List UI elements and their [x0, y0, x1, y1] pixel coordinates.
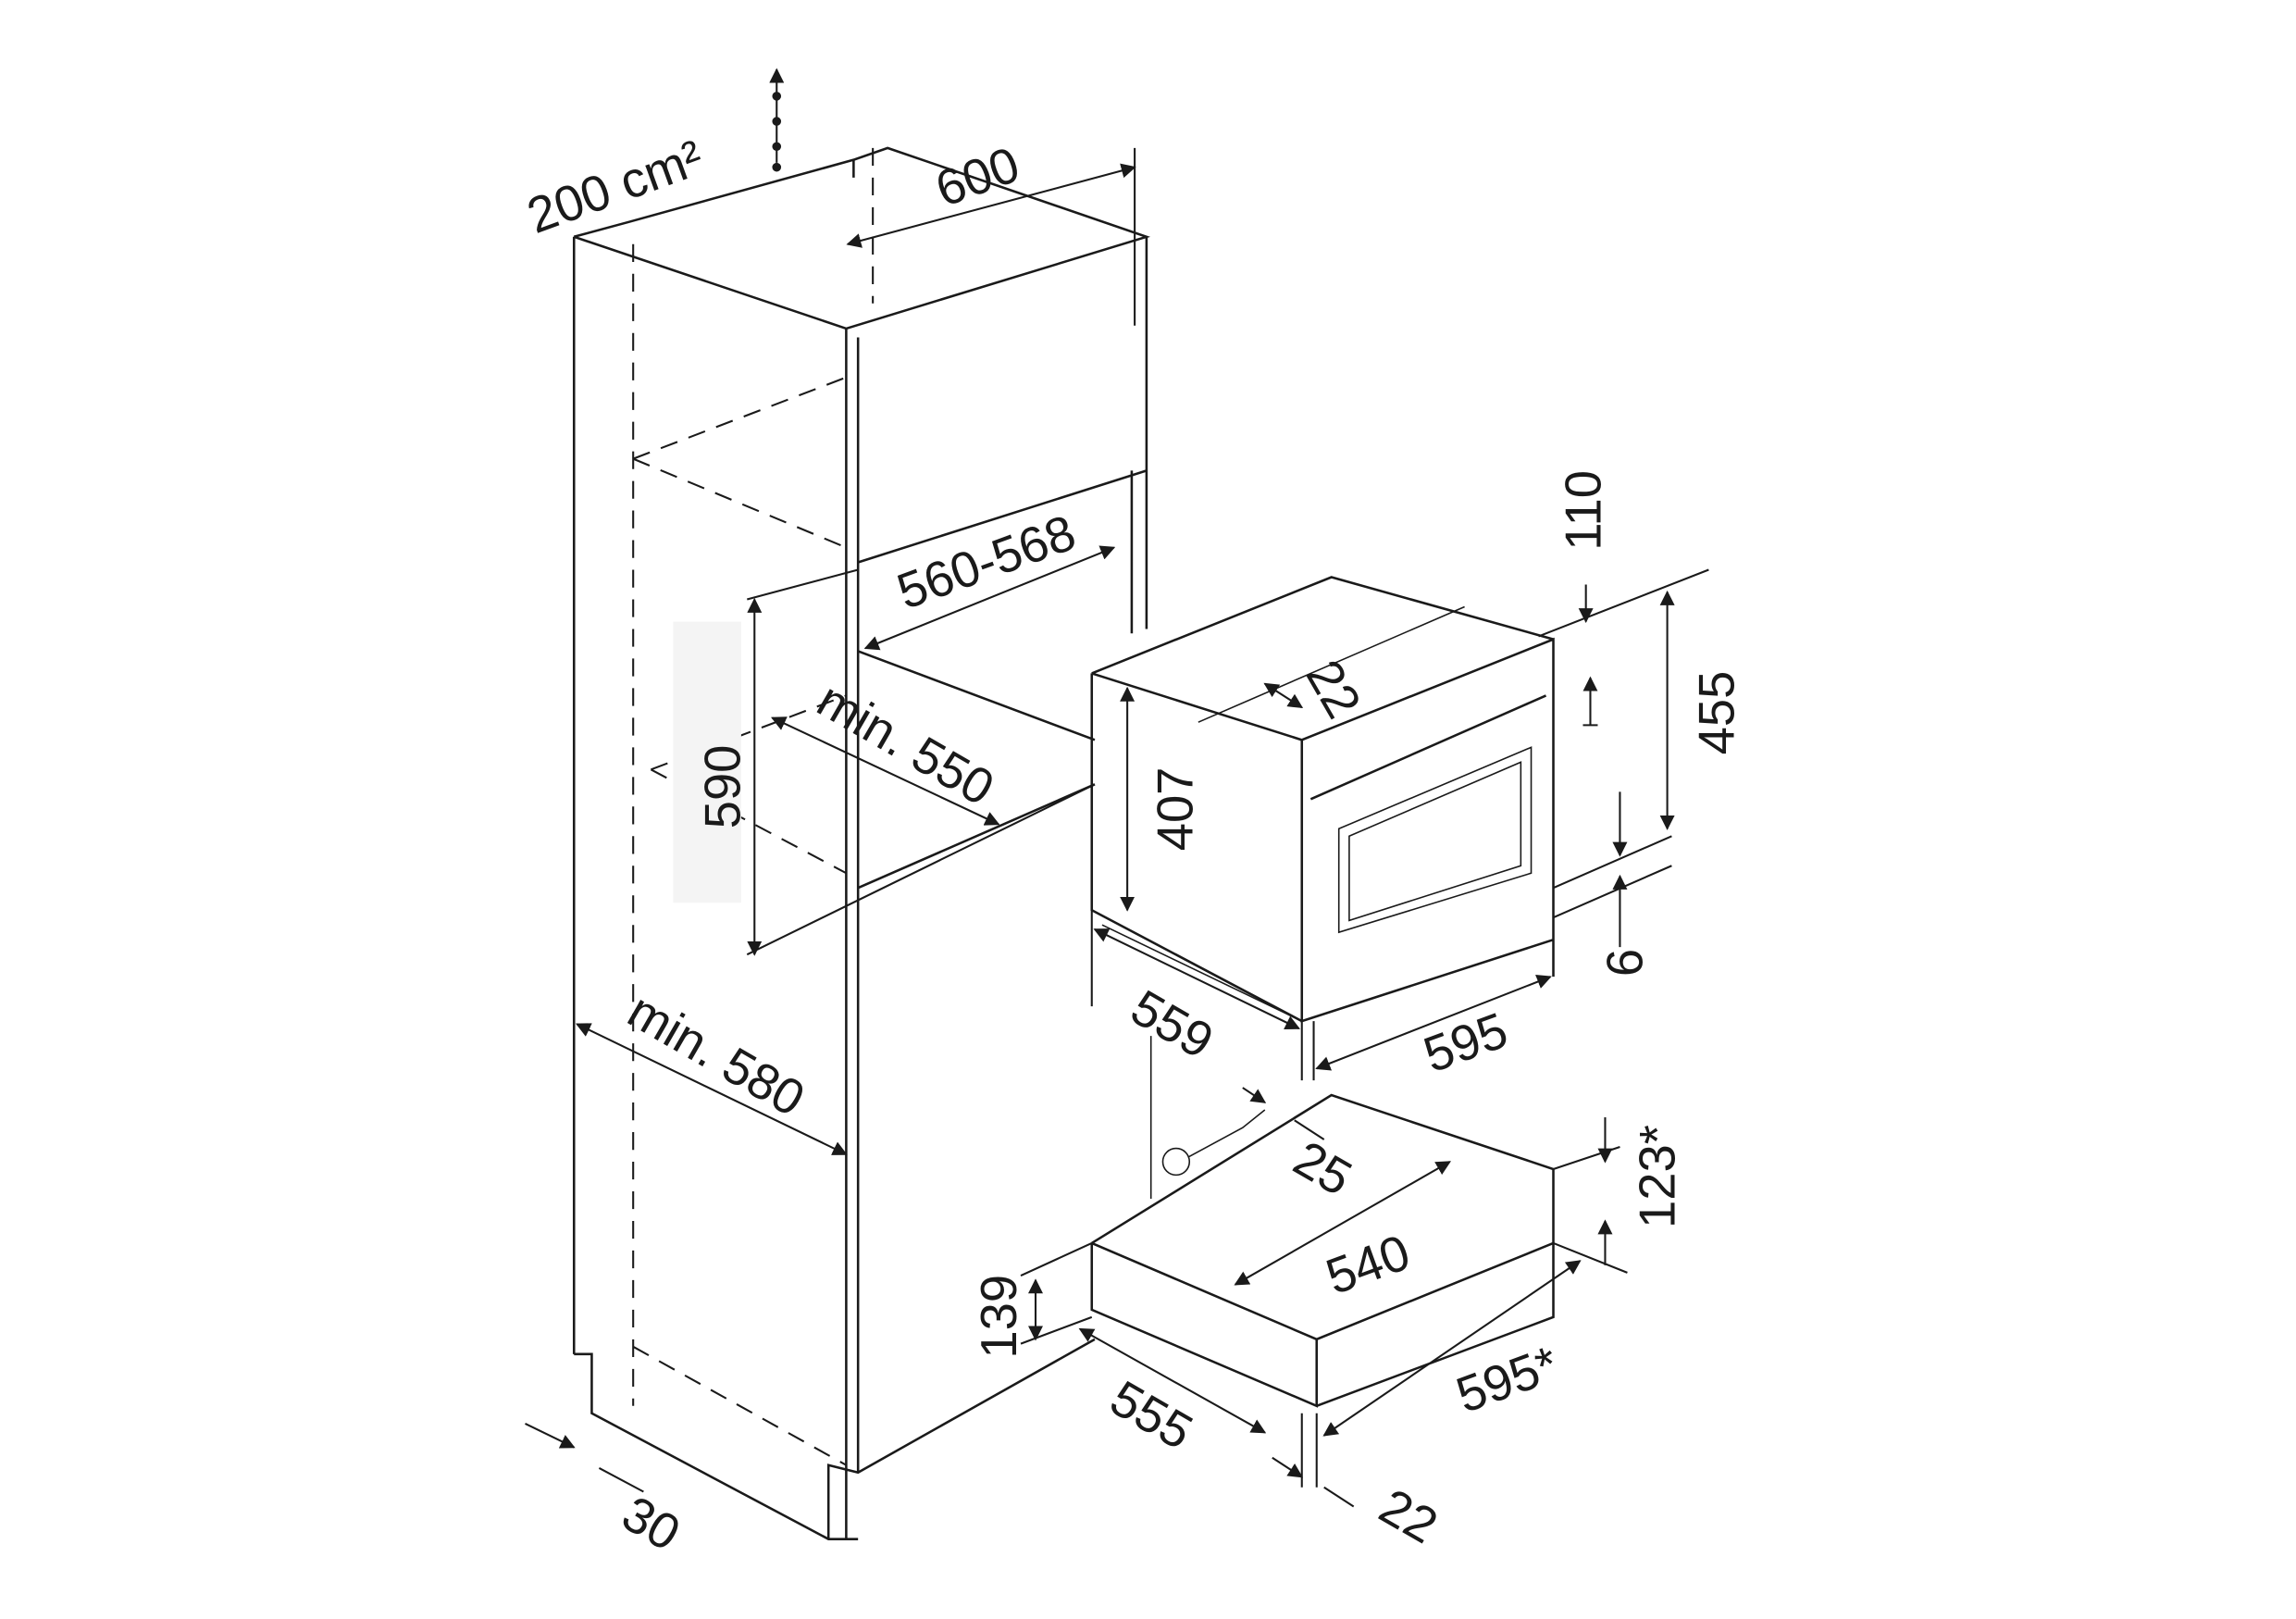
label-drawer-depth: 555 [1101, 1370, 1202, 1461]
label-oven-body-height: 407 [1147, 767, 1203, 852]
label-cabinet-width: 600 [928, 136, 1026, 218]
label-top-gap: 110 [1556, 470, 1612, 551]
tall-cabinet [572, 146, 1151, 1540]
label-drawer-body-height: 139 [971, 1275, 1027, 1359]
label-bottom-gap: 6 [1596, 949, 1653, 977]
dimension-lines [525, 68, 1709, 1508]
label-ventilation: 200 cm² [520, 129, 710, 243]
label-niche-height: 590 [694, 745, 751, 829]
label-drawer-front-depth: 22 [1371, 1477, 1447, 1554]
label-cabinet-depth: min. 580 [619, 982, 814, 1127]
plug-icon [1161, 1147, 1191, 1177]
label-oven-depth: 559 [1122, 978, 1222, 1069]
label-oven-height: 455 [1689, 671, 1745, 755]
label-plinth-offset: 30 [613, 1485, 689, 1562]
label-plug-offset: 25 [1285, 1130, 1361, 1207]
label-drawer-body-width: 540 [1319, 1224, 1417, 1305]
label-niche-depth: min. 550 [808, 671, 1003, 816]
label-oven-width: 595 [1417, 1002, 1515, 1083]
warming-drawer [1090, 1036, 1555, 1408]
label-drawer-front-height: 123* [1630, 1125, 1686, 1228]
